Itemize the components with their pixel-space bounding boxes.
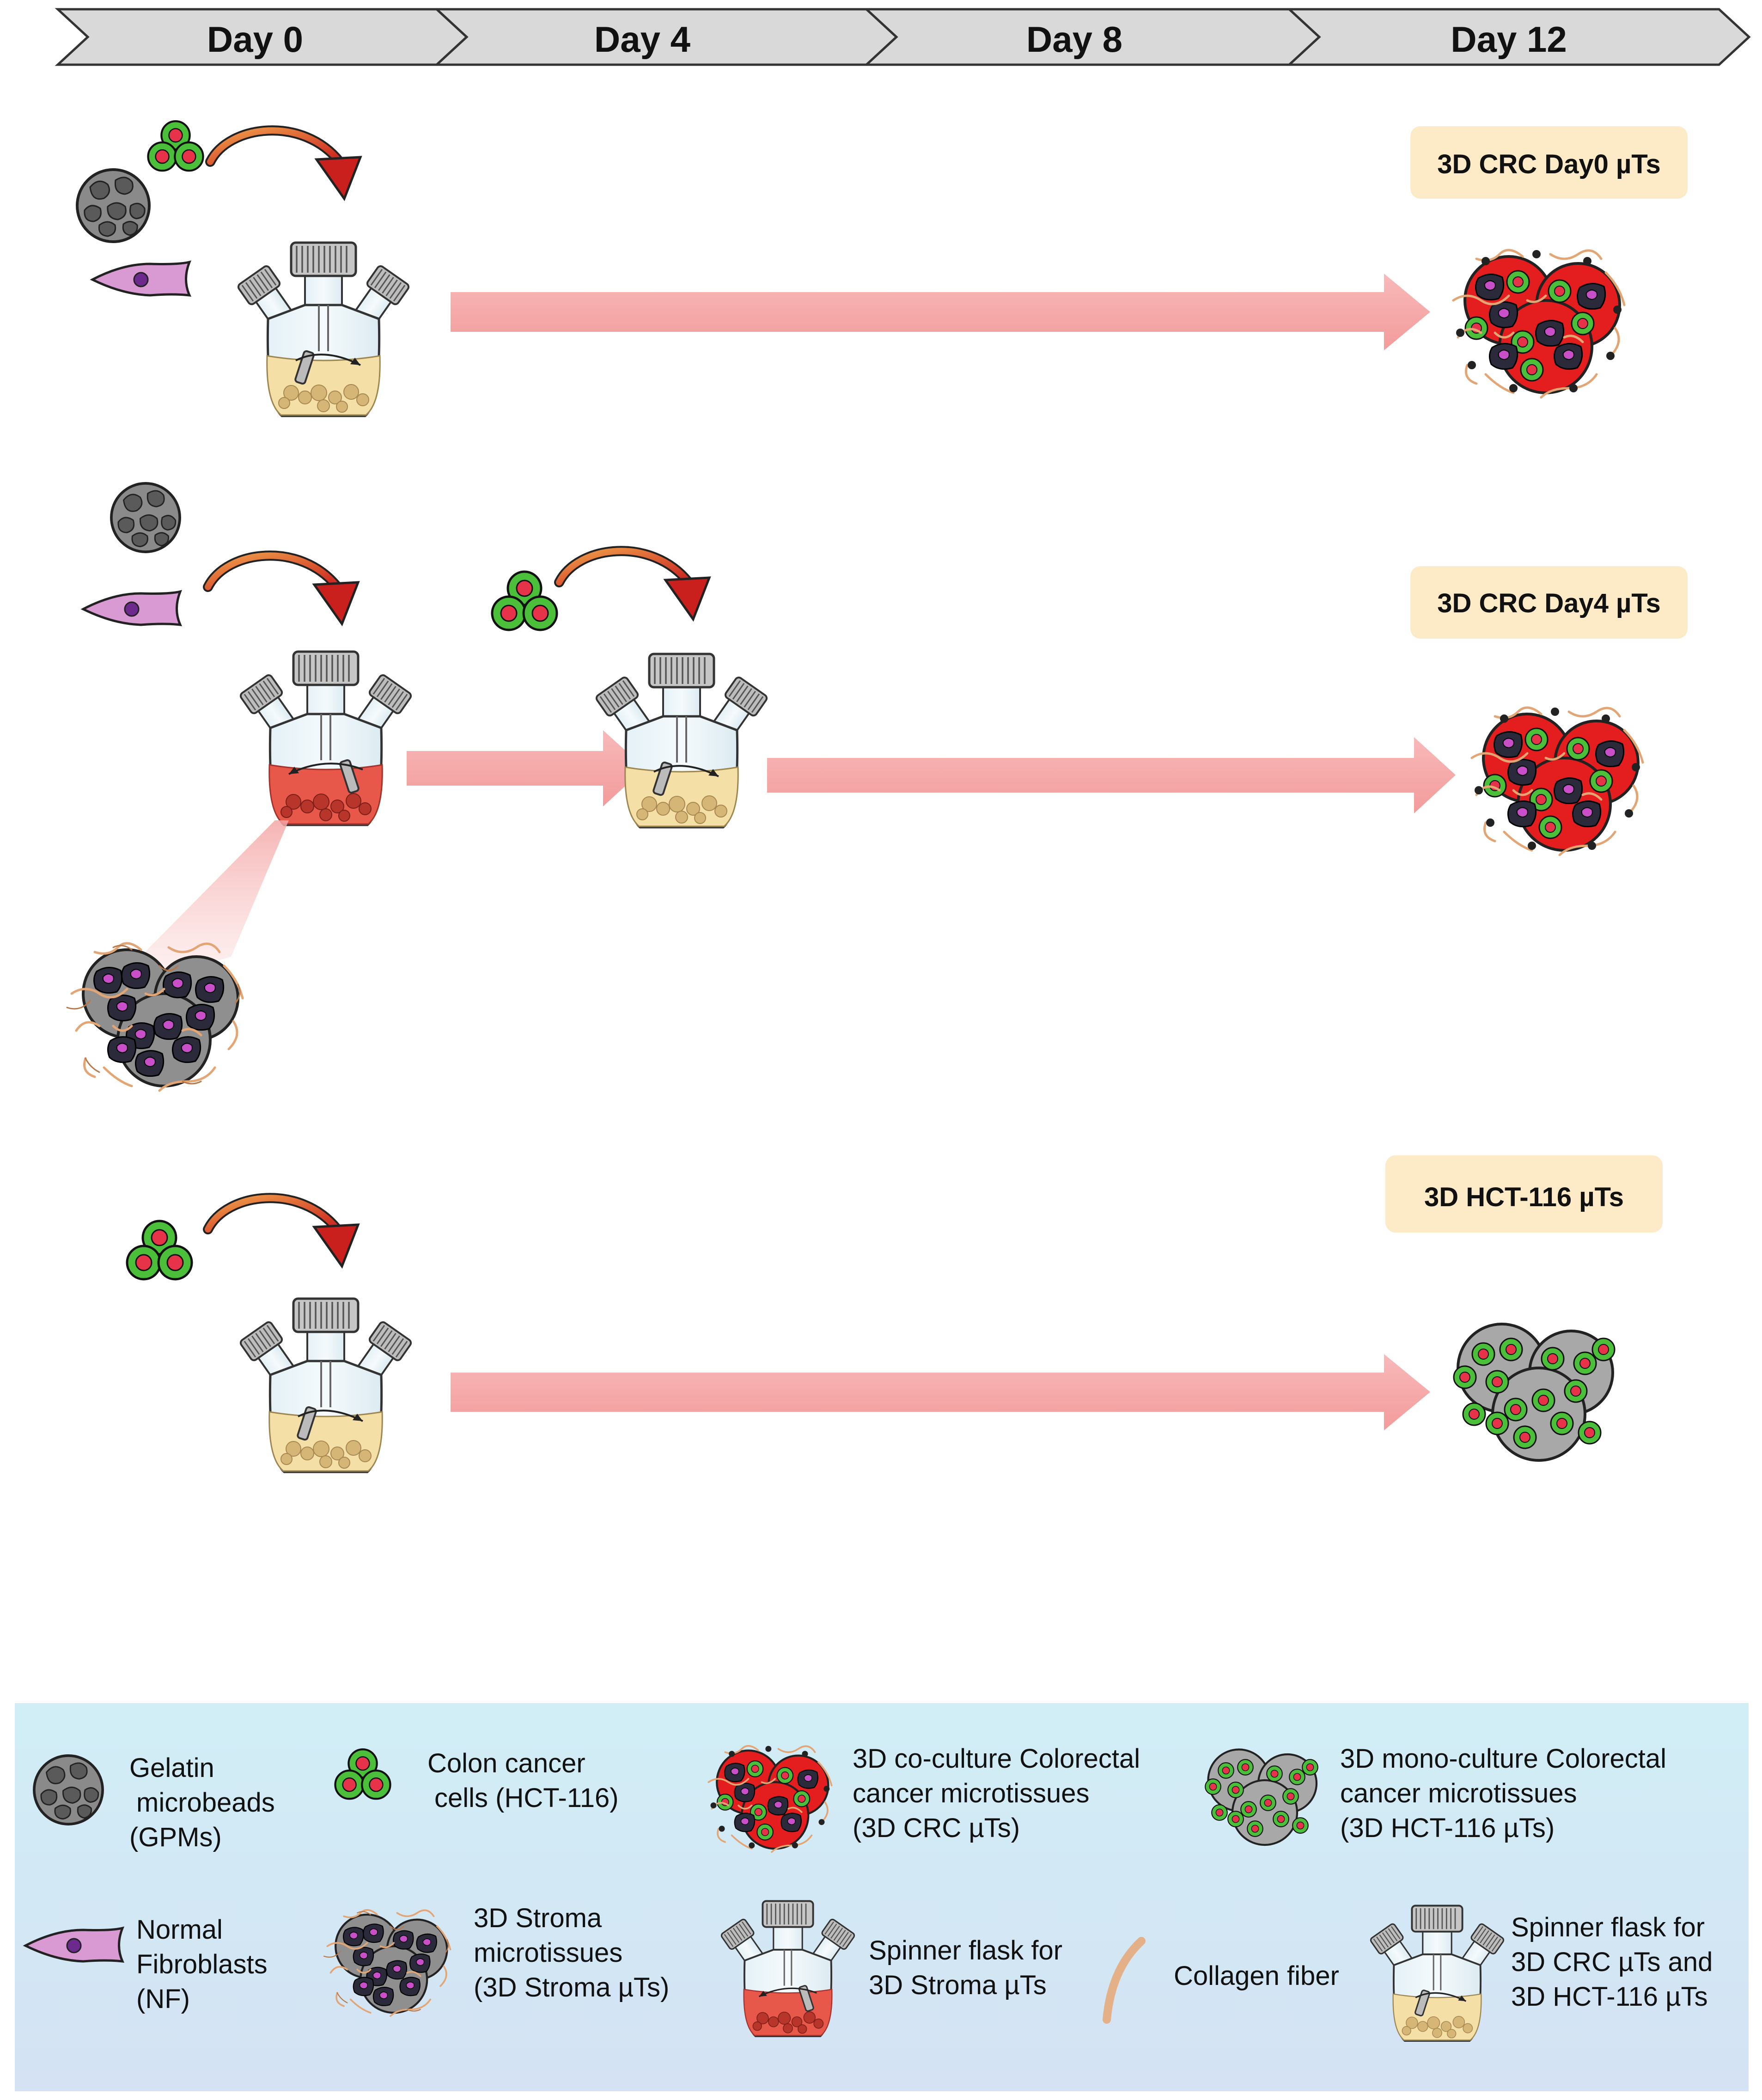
timeline-segment-day12 xyxy=(1286,8,1751,66)
add-curved-arrow-icon xyxy=(208,1198,358,1266)
legend-flask-stroma-text: Spinner flask for 3D Stroma µTs xyxy=(869,1935,1070,2000)
gelatin-microbead-icon xyxy=(77,170,149,242)
stroma-microtissue-icon xyxy=(67,943,243,1091)
colon-cancer-cells-icon xyxy=(148,121,203,171)
timeline-label-day8: Day 8 xyxy=(1026,19,1122,60)
row-hct116: 3D HCT-116 µTs xyxy=(127,1155,1663,1472)
legend-collagen-text: Collagen fiber xyxy=(1174,1961,1339,1991)
crc-microtissue-icon xyxy=(1453,250,1624,397)
legend-gpm-text: Gelatin microbeads (GPMs) xyxy=(129,1753,282,1852)
add-curved-arrow-icon xyxy=(559,551,709,619)
zoom-callout xyxy=(104,820,289,994)
colon-cancer-cells-icon xyxy=(127,1221,192,1279)
legend-stroma-text: 3D Stroma microtissues (3D Stroma µTs) xyxy=(474,1903,669,2002)
legend-gelatin-microbead-icon xyxy=(34,1756,103,1824)
spinner-flask-stroma-icon xyxy=(239,652,412,825)
add-curved-arrow-icon xyxy=(208,556,358,624)
result-label: 3D CRC Day0 µTs xyxy=(1437,149,1661,179)
gelatin-microbead-icon xyxy=(111,483,180,552)
fibroblast-icon xyxy=(92,262,189,295)
spinner-flask-crc-icon xyxy=(239,1299,412,1472)
flow-arrow xyxy=(451,274,1430,350)
crc-microtissue-icon xyxy=(1472,708,1643,855)
colon-cancer-cells-icon xyxy=(492,572,557,630)
timeline-banner: Day 0 Day 4 Day 8 Day 12 xyxy=(55,8,1751,66)
row-crc-day4: 3D CRC Day4 µTs xyxy=(67,483,1688,1091)
fibroblast-icon xyxy=(83,592,180,625)
legend-crc-text: 3D co-culture Colorectal cancer microtis… xyxy=(853,1744,1147,1843)
timeline-label-day4: Day 4 xyxy=(594,19,690,60)
legend-mono-text: 3D mono-culture Colorectal cancer microt… xyxy=(1340,1744,1674,1843)
result-label-box xyxy=(1410,566,1688,639)
hct116-microtissue-icon xyxy=(1454,1324,1615,1460)
legend-nf-text: Normal Fibroblasts (NF) xyxy=(136,1915,275,2014)
flow-arrow xyxy=(451,1354,1430,1430)
spinner-flask-crc-icon xyxy=(595,654,768,827)
flow-arrow xyxy=(767,737,1456,813)
result-label-box xyxy=(1385,1155,1663,1233)
spinner-flask-crc-icon xyxy=(237,243,410,416)
timeline-label-day12: Day 12 xyxy=(1451,19,1567,60)
timeline-label-day0: Day 0 xyxy=(207,19,303,60)
legend-colon-text: Colon cancer cells (HCT-116) xyxy=(427,1748,619,1813)
legend-flask-crc-text: Spinner flask for 3D CRC µTs and 3D HCT-… xyxy=(1511,1912,1720,2012)
result-label: 3D CRC Day4 µTs xyxy=(1437,588,1661,618)
legend-panel: Gelatin microbeads (GPMs) Colon cancer c… xyxy=(15,1703,1749,2091)
result-label-box xyxy=(1410,126,1688,199)
flow-arrow xyxy=(407,730,645,806)
add-curved-arrow-icon xyxy=(210,130,360,199)
result-label: 3D HCT-116 µTs xyxy=(1424,1182,1624,1212)
legend-collagen-fiber-icon xyxy=(1103,1937,1146,2024)
row-crc-day0: 3D CRC Day0 µTs xyxy=(77,121,1688,416)
